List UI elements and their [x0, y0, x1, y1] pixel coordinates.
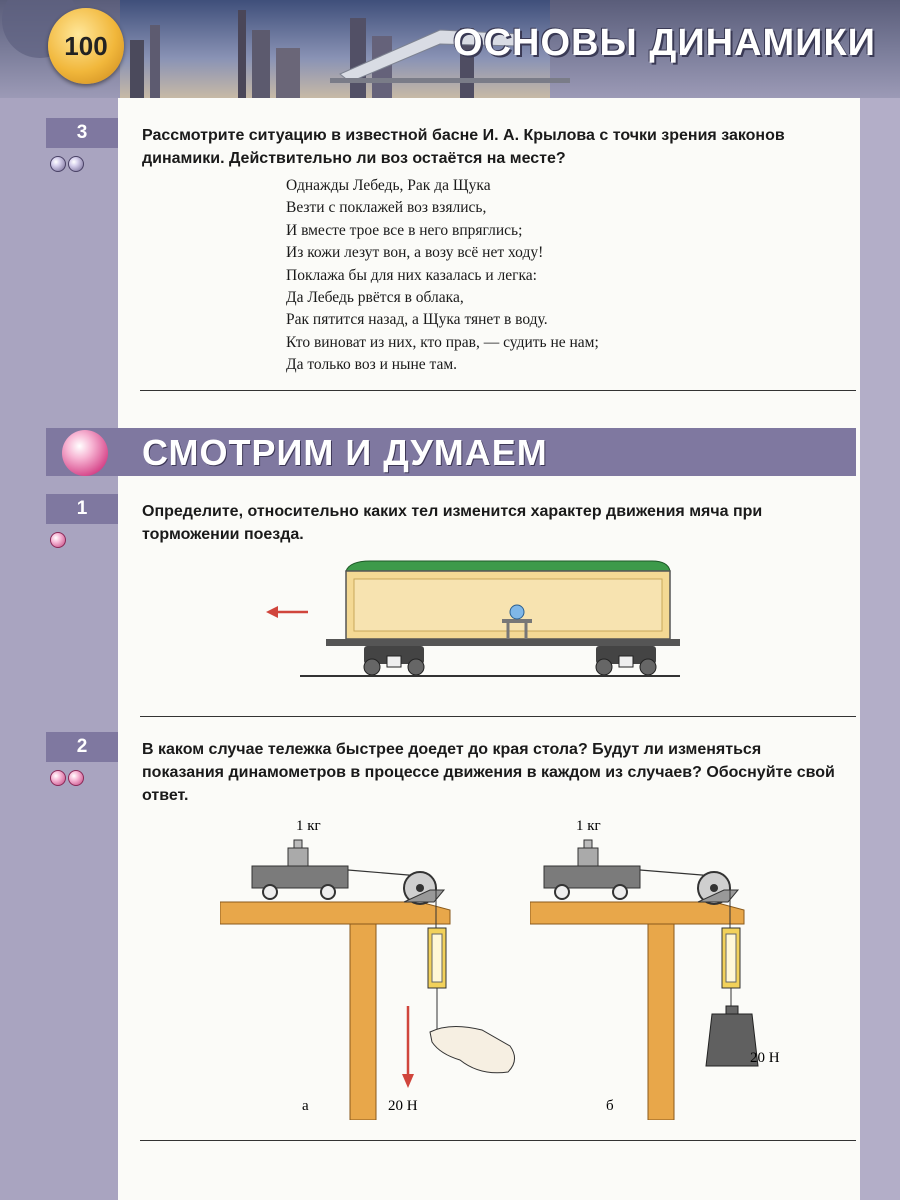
mass-label: 1 кг [576, 818, 601, 834]
task-number: 2 [46, 732, 118, 762]
chapter-title: Основы динамики [453, 22, 876, 64]
difficulty-dot-icon [50, 770, 66, 786]
poem-line: Рак пятится назад, а Щука тянет в воду. [286, 311, 548, 329]
task-question: Определите, относительно каких тел измен… [142, 503, 763, 543]
answer-line [140, 390, 856, 391]
train-wagon-illustration [266, 560, 680, 677]
difficulty-indicator [50, 770, 84, 786]
page-number: 100 [64, 30, 108, 61]
figure-b-cart-weight: 1 кг 20 Н б [530, 818, 780, 1120]
difficulty-dot-icon [68, 156, 84, 172]
poem: Однажды Лебедь, Рак да Щука Везти с покл… [286, 175, 599, 377]
difficulty-indicator [50, 532, 66, 548]
ball-icon [509, 604, 525, 620]
difficulty-dot-icon [68, 770, 84, 786]
answer-line [140, 716, 856, 717]
weight-icon [705, 1013, 759, 1067]
mass-label: 1 кг [296, 818, 321, 834]
force-label: 20 Н [750, 1050, 780, 1066]
hand-icon [429, 1026, 515, 1074]
task-question: Рассмотрите ситуацию в известной басне И… [142, 127, 785, 167]
difficulty-dot-icon [50, 532, 66, 548]
page-header: 100 Основы динамики [0, 0, 900, 98]
section-title: Смотрим и думаем [142, 432, 548, 473]
page-margin-left [0, 0, 118, 1200]
answer-line [140, 1140, 856, 1141]
figure-caption: б [606, 1098, 614, 1114]
page-margin-right [860, 0, 900, 1200]
task-question: В каком случае тележка быстрее доедет до… [142, 741, 835, 804]
poem-line: Из кожи лезут вон, а возу всё нет ходу! [286, 244, 544, 262]
difficulty-indicator [50, 156, 84, 172]
difficulty-dot-icon [50, 156, 66, 172]
task-number: 1 [46, 494, 118, 524]
poem-line: Везти с поклажей воз взялись, [286, 199, 487, 217]
page-number-badge: 100 [48, 8, 124, 84]
poem-line: Кто виноват из них, кто прав, — судить н… [286, 333, 599, 351]
poem-line: Однажды Лебедь, Рак да Щука [286, 177, 491, 194]
poem-line: И вместе трое все в него впряглись; [286, 221, 523, 239]
arrow-head-icon [266, 606, 278, 618]
poem-line: Да только воз и ныне там. [286, 356, 458, 374]
poem-line: Поклажа бы для них казалась и легка: [286, 266, 537, 284]
poem-line: Да Лебедь рвётся в облака, [286, 289, 464, 307]
figure-a-cart-hand: 1 кг 20 Н а [220, 818, 515, 1120]
force-label: 20 Н [388, 1098, 418, 1114]
pink-sphere-icon [62, 430, 108, 476]
section-banner [46, 428, 856, 476]
task-number: 3 [46, 118, 118, 148]
figure-caption: а [302, 1098, 309, 1114]
